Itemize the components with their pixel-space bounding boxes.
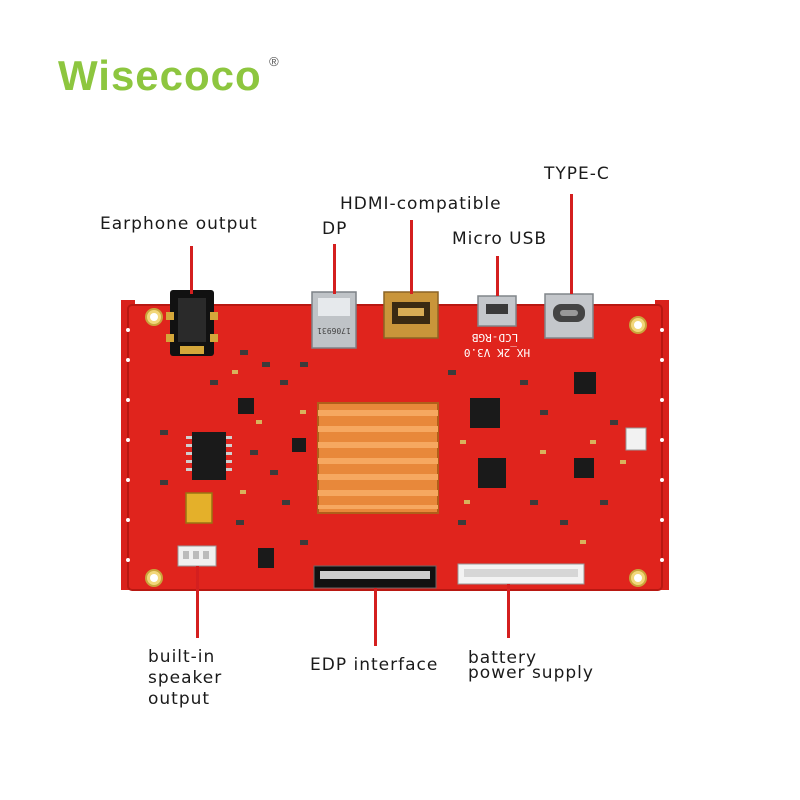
label-earphone-output: Earphone output bbox=[100, 214, 258, 234]
edp-connector bbox=[313, 565, 437, 589]
leader-dp bbox=[333, 244, 336, 294]
smd-components bbox=[160, 350, 618, 545]
label-speaker-line1: built-in bbox=[148, 647, 216, 667]
mounting-holes bbox=[145, 308, 647, 587]
leader-speaker bbox=[196, 566, 199, 638]
leader-type-c bbox=[570, 194, 573, 294]
brand-logo: Wisecoco ® bbox=[58, 52, 279, 100]
micro-usb-connector bbox=[477, 295, 517, 327]
dp-port-mark: 1706931 bbox=[317, 326, 351, 335]
ic-chips bbox=[192, 372, 596, 568]
label-speaker-line2: speaker bbox=[148, 668, 223, 688]
fpc-connector-right bbox=[625, 427, 647, 451]
label-type-c: TYPE-C bbox=[544, 164, 610, 184]
leader-edp bbox=[374, 588, 377, 646]
brand-name: Wisecoco bbox=[58, 52, 262, 99]
silkscreen-model: HX_2K V3.0 bbox=[464, 346, 530, 359]
smd-pads bbox=[232, 370, 626, 544]
tantalum-capacitor bbox=[185, 492, 213, 524]
label-micro-usb: Micro USB bbox=[452, 229, 548, 249]
leader-earphone bbox=[190, 246, 193, 294]
rail-holes bbox=[126, 328, 664, 562]
registered-mark: ® bbox=[269, 54, 280, 69]
chip-pins bbox=[186, 436, 232, 471]
label-battery-line2: power supply bbox=[468, 663, 594, 683]
heatsink bbox=[317, 402, 439, 514]
label-speaker-line3: output bbox=[148, 689, 211, 709]
leader-battery bbox=[507, 584, 510, 638]
label-hdmi: HDMI-compatible bbox=[340, 194, 502, 214]
battery-connector bbox=[457, 563, 585, 585]
leader-micro-usb bbox=[496, 256, 499, 296]
silkscreen-sub: LCD-RGB bbox=[471, 331, 518, 344]
type-c-connector bbox=[544, 293, 594, 339]
leader-hdmi bbox=[410, 220, 413, 294]
hdmi-connector bbox=[383, 291, 439, 339]
label-dp: DP bbox=[322, 219, 348, 239]
earphone-jack bbox=[166, 290, 218, 356]
label-edp-interface: EDP interface bbox=[310, 655, 439, 675]
dp-connector: 1706931 bbox=[311, 291, 357, 349]
label-battery-line1: battery bbox=[468, 648, 538, 668]
speaker-connector bbox=[177, 545, 217, 567]
